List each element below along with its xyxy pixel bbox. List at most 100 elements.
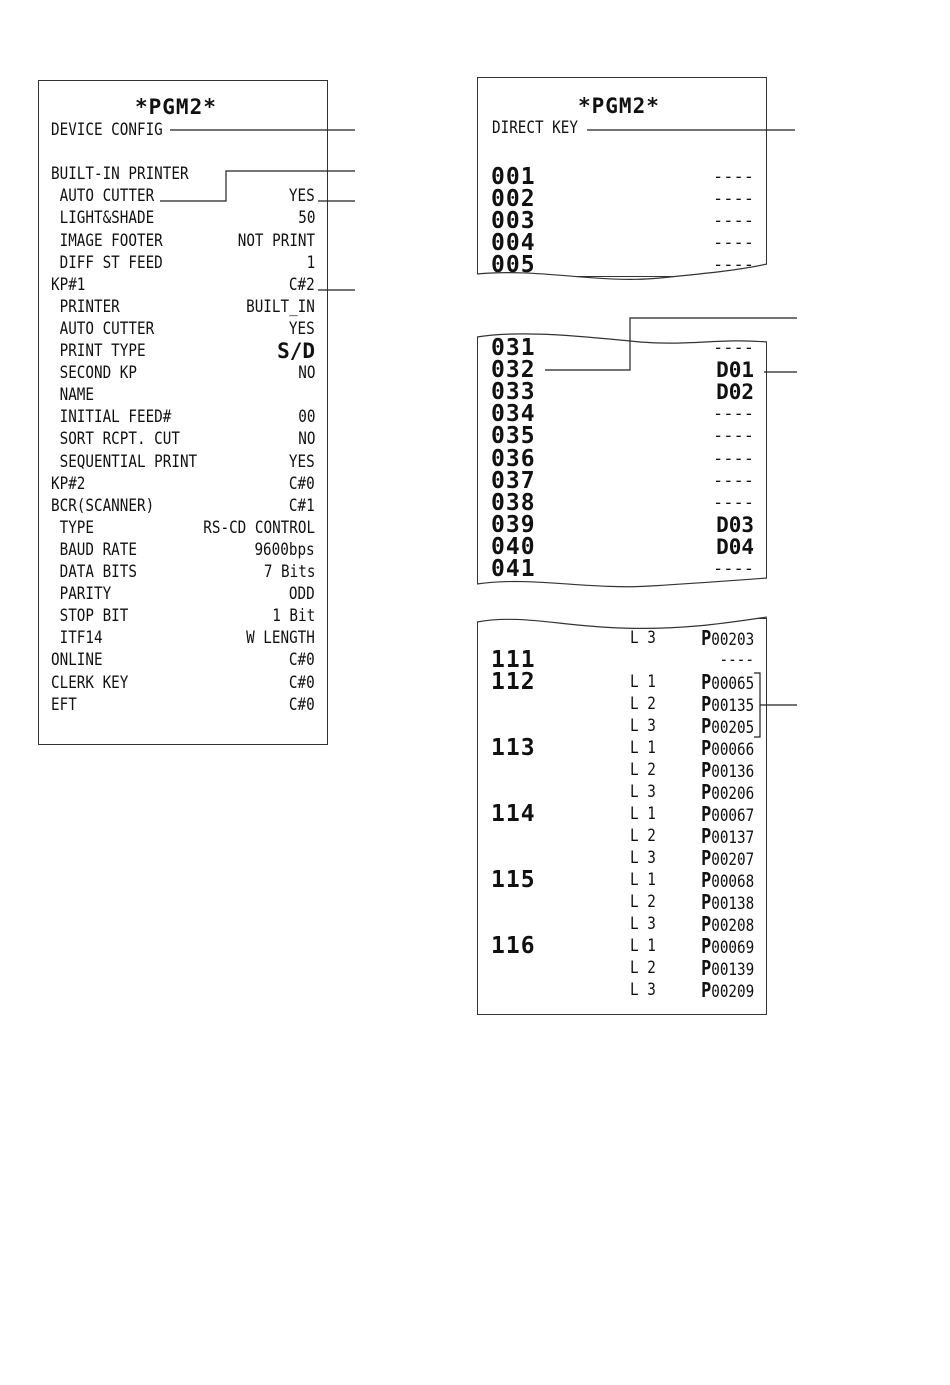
direct-key-number: 031: [491, 335, 536, 361]
plu-prefix: P: [700, 802, 712, 826]
plu-code: P00208: [701, 913, 754, 937]
direct-key-row: 004----: [478, 232, 766, 255]
config-value: YES: [289, 451, 315, 472]
config-label: SEQUENTIAL PRINT: [51, 451, 198, 472]
direct-key-number: 036: [491, 445, 536, 472]
direct-key-row: 002----: [478, 186, 766, 212]
plu-level: L 3: [630, 980, 656, 1000]
config-value: W LENGTH: [246, 628, 315, 649]
config-value: RS-CD CONTROL: [203, 517, 315, 538]
direct-key-number: 002: [491, 186, 536, 212]
plu-code: P00207: [701, 847, 754, 871]
config-label: ONLINE: [51, 650, 103, 671]
plu-level: L 3: [630, 848, 656, 868]
direct-key-value: ----: [713, 338, 754, 358]
config-label: CLERK KEY: [51, 672, 129, 693]
config-row: ITF14 W LENGTH: [39, 627, 327, 649]
plu-number: 00139: [711, 960, 754, 980]
direct-key-row: 041----: [478, 558, 766, 581]
plu-number: 00067: [711, 806, 754, 826]
config-label: PARITY: [51, 584, 112, 605]
plu-level: L 2: [630, 826, 656, 846]
plu-code: P00066: [701, 737, 754, 761]
config-label: PRINTER: [51, 296, 120, 317]
plu-prefix: P: [700, 714, 712, 738]
plu-code: P00065: [701, 671, 754, 695]
plu-code: P00205: [701, 715, 754, 739]
plu-prefix: P: [700, 670, 712, 694]
plu-prefix: P: [700, 890, 712, 914]
config-value: NOT PRINT: [237, 230, 315, 251]
plu-prefix: P: [700, 758, 712, 782]
leader-auto-cutter: [160, 170, 355, 202]
bracket-112: [754, 672, 761, 738]
plu-level: L 2: [630, 892, 656, 912]
direct-key-row: 037----: [478, 469, 766, 492]
config-row: SEQUENTIAL PRINT YES: [39, 451, 327, 473]
plu-link-row: L 3 P00206: [478, 780, 766, 804]
direct-key-number: 034: [491, 401, 536, 428]
receipt-title: *PGM2*: [135, 95, 217, 119]
config-label: TYPE: [51, 517, 94, 538]
plu-code: P00135: [701, 693, 754, 717]
direct-key-number: 033: [491, 379, 536, 406]
config-row: ONLINE C#0: [39, 649, 327, 671]
plu-number: 00135: [711, 696, 754, 716]
plu-number: 00205: [711, 718, 754, 738]
direct-key-value: ----: [713, 448, 754, 469]
config-value: 1: [306, 252, 315, 273]
direct-key-row: 035----: [478, 423, 766, 450]
plu-number: 00068: [711, 872, 754, 892]
plu-key-number: 111: [491, 647, 536, 673]
plu-level: L 2: [630, 760, 656, 780]
config-value: C#0: [289, 650, 315, 671]
direct-key-value: ----: [713, 470, 754, 491]
direct-key-value: ----: [713, 559, 754, 579]
config-label: SECOND KP: [51, 363, 137, 384]
plu-number: 00206: [711, 784, 754, 804]
config-value: C#0: [289, 694, 315, 715]
direct-key-number: 005: [491, 252, 536, 278]
direct-key-number: 039: [491, 511, 536, 538]
config-value: NO: [297, 363, 315, 384]
plu-number: 00208: [711, 916, 754, 936]
config-label: ITF14: [51, 628, 103, 649]
direct-key-value: ----: [713, 167, 754, 187]
plu-prefix: P: [700, 692, 712, 716]
config-row: INITIAL FEED#00: [39, 406, 327, 428]
plu-prefix: P: [700, 912, 712, 936]
config-value: 00: [297, 407, 315, 428]
plu-prefix: P: [700, 780, 712, 804]
direct-key-number: 035: [491, 423, 536, 450]
plu-level: L 3: [630, 782, 656, 802]
config-label: AUTO CUTTER: [51, 318, 155, 339]
direct-key-value: D02: [716, 380, 754, 405]
config-row: AUTO CUTTER YES: [39, 318, 327, 340]
plu-number: 00209: [711, 982, 754, 1002]
tear-edge-mid-top: [476, 320, 768, 344]
plu-code: P00068: [701, 869, 754, 893]
config-value: YES: [289, 186, 315, 207]
plu-prefix: P: [700, 846, 712, 870]
config-value: YES: [289, 318, 315, 339]
plu-level: L 3: [630, 914, 656, 934]
config-label: NAME: [51, 385, 94, 406]
